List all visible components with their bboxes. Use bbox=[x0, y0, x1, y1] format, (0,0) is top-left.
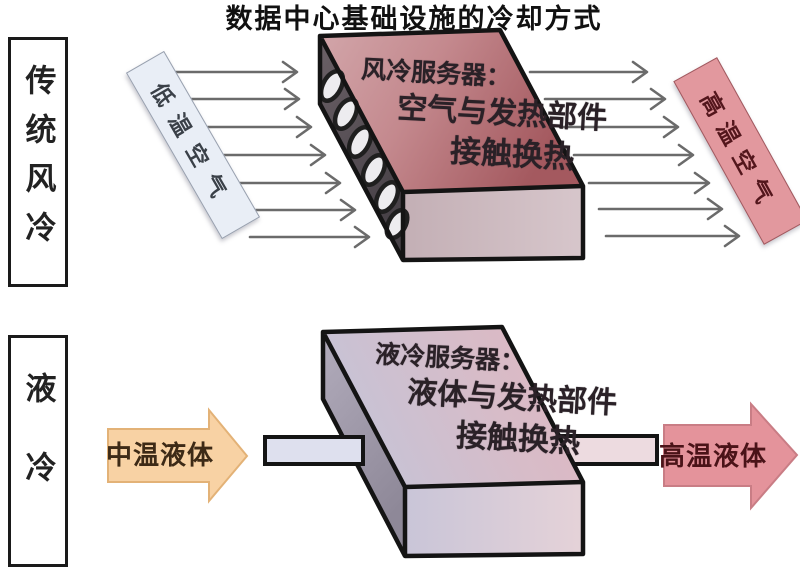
section-label-liquid-cooling: 液冷 bbox=[8, 335, 68, 567]
section-label-air-cooling-text: 传统风冷 bbox=[20, 64, 56, 260]
section-label-air-cooling: 传统风冷 bbox=[8, 37, 68, 287]
airflow-arrow bbox=[163, 60, 299, 84]
airflow-arrow bbox=[587, 171, 711, 195]
airflow-arrow bbox=[190, 115, 313, 139]
air-server-outline bbox=[317, 27, 586, 263]
airflow-arrow bbox=[528, 60, 649, 84]
airflow-arrows bbox=[163, 60, 741, 249]
air-server-front-face bbox=[403, 186, 583, 260]
outlet-pipe bbox=[558, 434, 659, 466]
airflow-arrow bbox=[248, 225, 371, 249]
vent-holes bbox=[318, 69, 410, 241]
airflow-arrow bbox=[543, 87, 667, 111]
airflow-arrow bbox=[558, 115, 680, 139]
air-server-caption: 风冷服务器： 空气与发热部件 接触换热 bbox=[327, 51, 673, 183]
airflow-arrow bbox=[572, 143, 695, 167]
air-server-box bbox=[317, 27, 586, 263]
hot-liquid-arrow-label: 高温液体 bbox=[659, 441, 767, 471]
liquid-server-front-face bbox=[405, 482, 583, 556]
section-label-liquid-cooling-text: 液冷 bbox=[20, 372, 56, 530]
liquid-server-outline bbox=[320, 324, 586, 559]
liquid-server-top-face bbox=[323, 327, 583, 487]
hot-liquid-arrow bbox=[663, 401, 799, 511]
warm-liquid-arrow-label: 中温液体 bbox=[106, 440, 214, 470]
airflow-arrow bbox=[604, 224, 741, 248]
airflow-arrow bbox=[204, 143, 327, 167]
airflow-arrow bbox=[176, 87, 301, 111]
warm-liquid-arrow bbox=[107, 407, 249, 504]
inlet-pipe bbox=[263, 435, 365, 466]
diagram-title: 数据中心基础设施的冷却方式 bbox=[225, 4, 603, 34]
liquid-server-caption: 液冷服务器： 液体与发热部件 接触换热 bbox=[327, 335, 673, 467]
air-server-top-face bbox=[320, 30, 583, 192]
airflow-arrow bbox=[597, 197, 724, 221]
